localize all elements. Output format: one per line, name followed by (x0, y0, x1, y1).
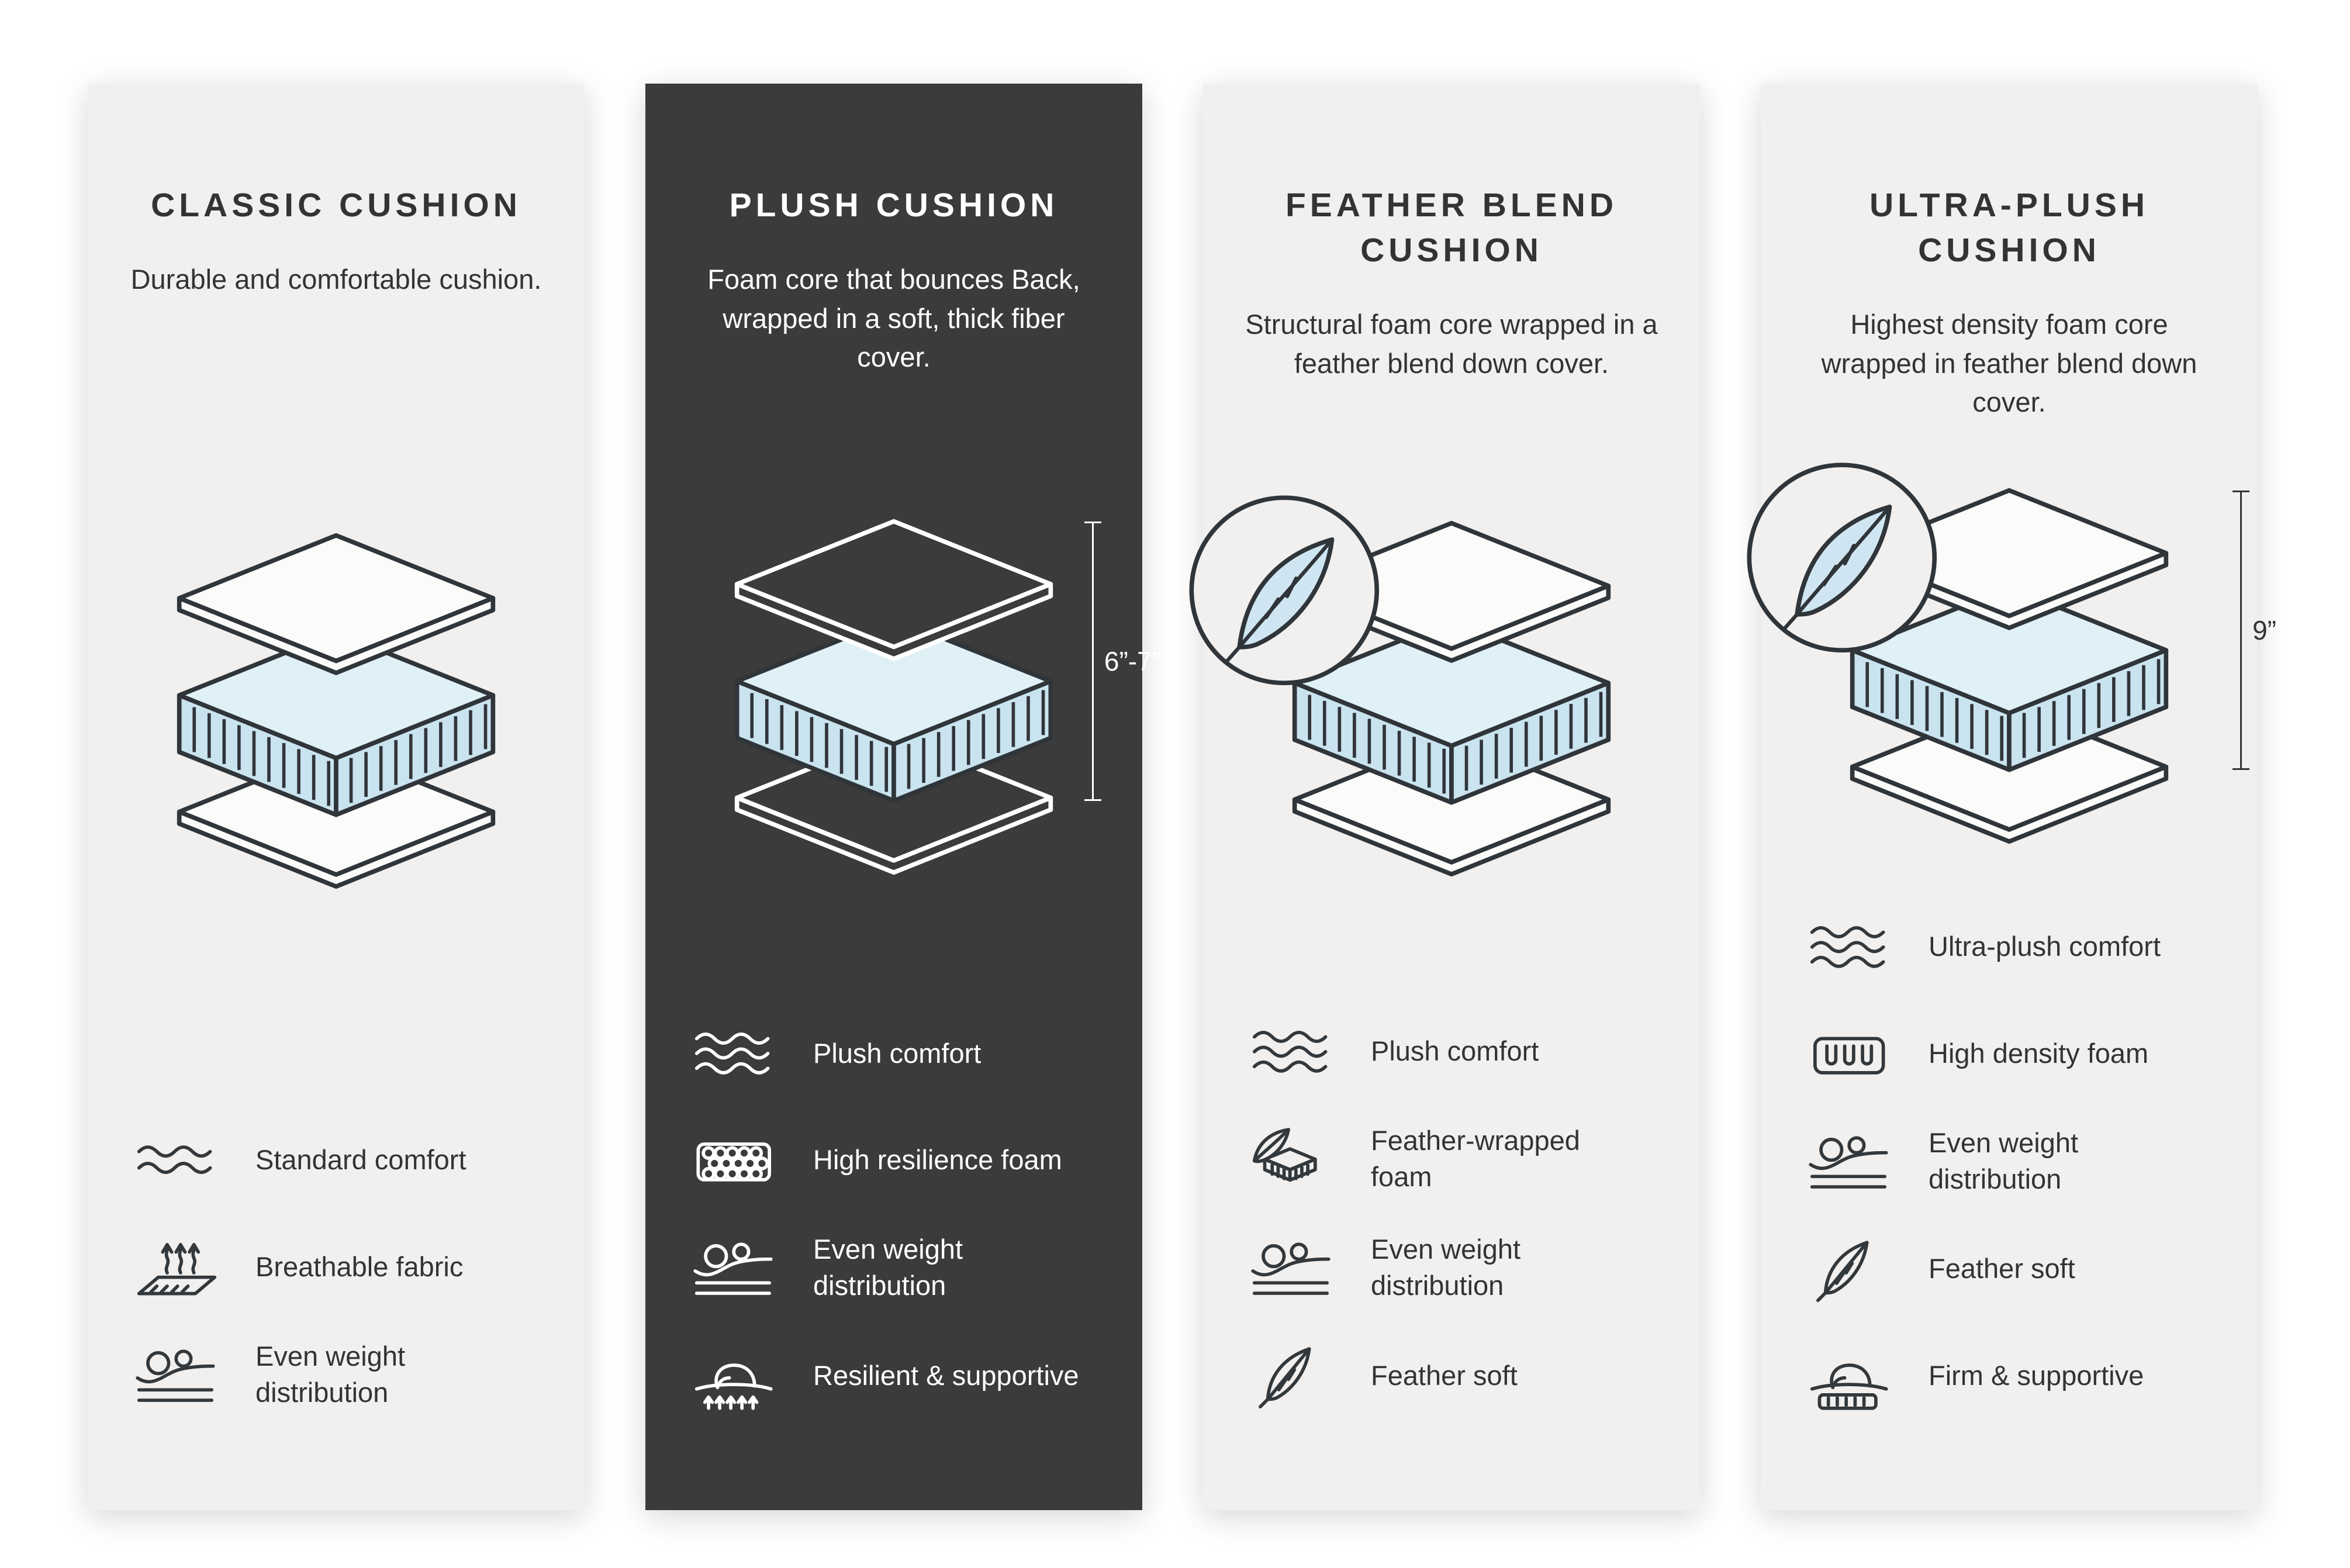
cushion-diagram: 9” (1747, 448, 2276, 868)
feature-row: Breathable fabric (129, 1231, 544, 1302)
card-title: PLUSH CUSHION (729, 186, 1059, 224)
feature-label: Even weight distribution (1929, 1127, 2079, 1194)
cushion-layers-illustration (177, 533, 496, 889)
weight-distribution-icon (1244, 1232, 1340, 1303)
cushion-diagram: 6”-7” (686, 479, 1161, 899)
wave-icon (129, 1125, 225, 1196)
feature-row: Feather soft (1802, 1234, 2217, 1304)
wave-icon (686, 1018, 783, 1089)
cushion-layers-illustration (734, 519, 1053, 875)
measurement-line (1084, 521, 1101, 801)
feather-badge (1747, 462, 1937, 652)
measurement-indicator: 9” (2232, 490, 2276, 770)
measurement-line (2232, 490, 2250, 770)
high-density-foam-icon (1802, 1018, 1898, 1089)
feature-label: Feather soft (1371, 1359, 1518, 1391)
feature-list: Plush comfort Feather-wrapped foam (1244, 1016, 1659, 1411)
feature-row: Ultra-plush comfort (1802, 911, 2217, 982)
feature-row: Feather-wrapped foam (1244, 1123, 1659, 1195)
feature-label: Even weight distribution (813, 1234, 963, 1301)
feature-row: Even weight distribution (686, 1231, 1101, 1304)
feather-wrapped-foam-icon (1244, 1124, 1340, 1194)
feature-row: Feather soft (1244, 1340, 1659, 1411)
feature-label: High resilience foam (813, 1144, 1062, 1176)
feature-label: Resilient & supportive (813, 1359, 1079, 1391)
feature-label: Feather-wrapped foam (1371, 1125, 1580, 1193)
honeycomb-foam-icon (686, 1125, 783, 1196)
card-title: FEATHER BLEND CUSHION (1285, 186, 1618, 269)
feature-row: Even weight distribution (129, 1338, 544, 1411)
feather-icon (1244, 1340, 1340, 1411)
feature-row: Standard comfort (129, 1125, 544, 1196)
feature-list: Plush comfort High resilience foam (686, 1018, 1101, 1411)
feature-label: Breathable fabric (255, 1251, 464, 1282)
feature-row: Even weight distribution (1244, 1231, 1659, 1304)
weight-distribution-icon (129, 1339, 225, 1410)
measurement-indicator: 6”-7” (1084, 521, 1161, 801)
feature-row: High resilience foam (686, 1125, 1101, 1196)
card-description: Highest density foam core wrapped in fea… (1821, 308, 2197, 418)
breathable-fabric-icon (129, 1231, 225, 1302)
feature-row: Plush comfort (686, 1018, 1101, 1089)
feature-label: Feather soft (1929, 1253, 2075, 1284)
measurement-label: 9” (2252, 614, 2276, 645)
feature-label: High density foam (1929, 1037, 2149, 1069)
feature-row: Plush comfort (1244, 1016, 1659, 1087)
feature-label: Even weight distribution (255, 1340, 406, 1408)
weight-distribution-icon (1802, 1126, 1898, 1197)
feature-row: Firm & supportive (1802, 1340, 2217, 1411)
feature-row: Even weight distribution (1802, 1125, 2217, 1197)
cushion-layers-illustration (1189, 495, 1611, 877)
card-title: ULTRA-PLUSH CUSHION (1869, 186, 2149, 269)
measurement-label: 6”-7” (1104, 645, 1161, 676)
feature-label: Plush comfort (1371, 1035, 1539, 1067)
card-feather-blend-cushion: FEATHER BLEND CUSHION Structural foam co… (1189, 84, 1700, 1510)
feather-icon (1802, 1234, 1898, 1304)
hand-press-springs-icon (1802, 1340, 1898, 1411)
wave-icon (1802, 911, 1898, 982)
feature-label: Plush comfort (813, 1037, 982, 1069)
feature-list: Ultra-plush comfort High density foam (1802, 911, 2217, 1411)
card-plush-cushion: PLUSH CUSHION Foam core that bounces Bac… (645, 84, 1161, 1510)
weight-distribution-icon (686, 1232, 783, 1303)
cushion-layers-illustration (1747, 462, 2169, 844)
card-title: CLASSIC CUSHION (151, 186, 521, 224)
feature-label: Standard comfort (255, 1144, 466, 1176)
feature-label: Ultra-plush comfort (1929, 930, 2161, 962)
hand-press-arrows-icon (686, 1340, 783, 1411)
wave-icon (1244, 1016, 1340, 1087)
card-classic-cushion: CLASSIC CUSHION Durable and comfortable … (88, 84, 585, 1510)
feature-row: Resilient & supportive (686, 1340, 1101, 1411)
card-description: Structural foam core wrapped in a feathe… (1245, 308, 1658, 379)
card-description: Foam core that bounces Back, wrapped in … (707, 263, 1080, 373)
card-ultra-plush-cushion: ULTRA-PLUSH CUSHION Highest density foam… (1747, 84, 2276, 1510)
card-description: Durable and comfortable cushion. (130, 263, 542, 295)
feature-list: Standard comfort Breathable fabric (129, 1125, 544, 1411)
feature-label: Even weight distribution (1371, 1234, 1521, 1301)
feather-badge (1189, 495, 1380, 686)
cushion-diagram (129, 493, 544, 913)
feature-label: Firm & supportive (1929, 1359, 2144, 1391)
cushion-diagram (1189, 481, 1659, 901)
feature-row: High density foam (1802, 1018, 2217, 1089)
